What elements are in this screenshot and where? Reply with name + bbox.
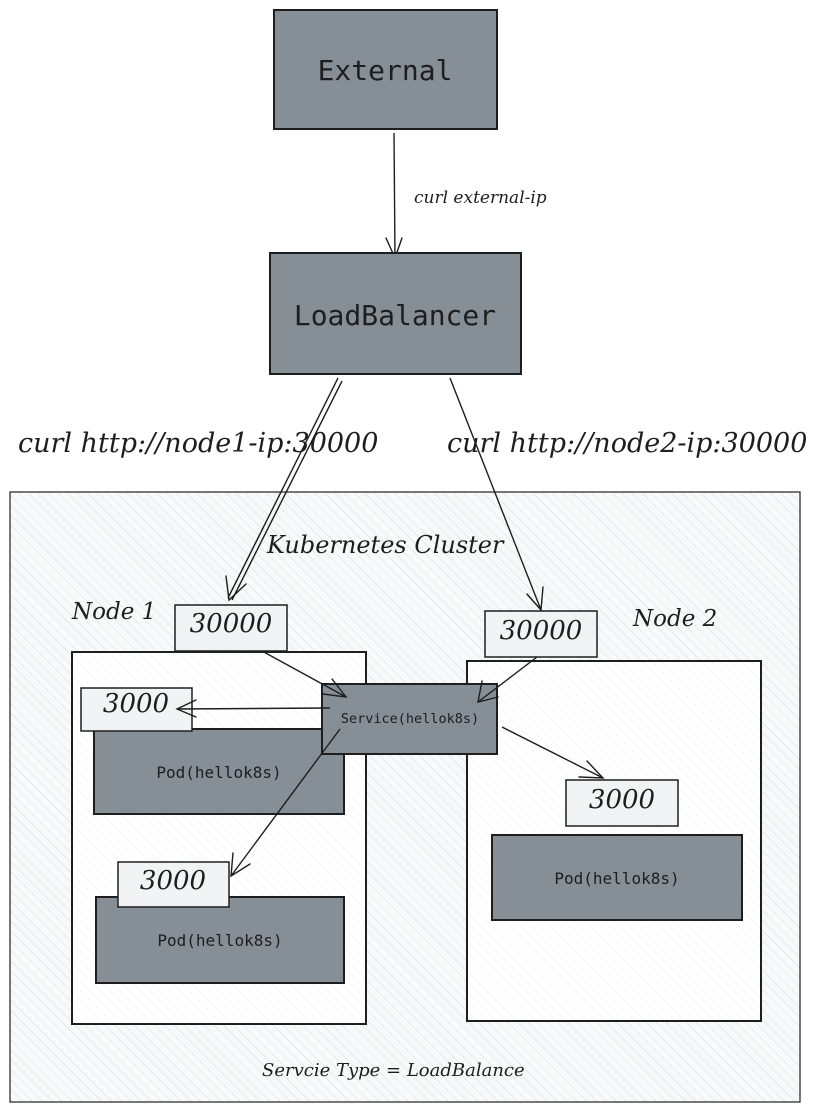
- arrow-lb-to-node1: [225, 377, 343, 602]
- pod-a-box: Pod(hellok8s): [93, 728, 345, 815]
- external-label: External: [318, 54, 453, 87]
- pod-c-box: Pod(hellok8s): [491, 834, 743, 921]
- cluster-title: Kubernetes Cluster: [266, 531, 505, 559]
- arrow-external-to-lb: [385, 132, 403, 260]
- edge-label-external-to-lb: curl external-ip: [414, 188, 547, 208]
- node2-port-box: 30000: [484, 610, 598, 658]
- node1-port-box: 30000: [174, 604, 288, 652]
- pod-a-port-label: 3000: [103, 689, 169, 719]
- pod-b-box: Pod(hellok8s): [95, 896, 345, 984]
- node1-label: Node 1: [71, 599, 156, 625]
- arrow-service-to-pod-a-port: [175, 699, 331, 718]
- pod-a-label: Pod(hellok8s): [156, 763, 281, 782]
- arrow-node1-port-to-service: [261, 650, 348, 698]
- pod-a-port-box: 3000: [80, 687, 193, 732]
- pod-c-port-box: 3000: [565, 779, 679, 827]
- node2-port-label: 30000: [500, 616, 583, 646]
- loadbalancer-label: LoadBalancer: [294, 299, 496, 332]
- arrow-service-to-pod-b-port: [230, 728, 341, 878]
- pod-c-port-label: 3000: [589, 785, 655, 815]
- service-type-footer: Servcie Type = LoadBalance: [262, 1060, 525, 1081]
- node2-label: Node 2: [632, 606, 717, 632]
- pod-b-label: Pod(hellok8s): [157, 931, 282, 950]
- arrow-service-to-pod-c-port: [501, 726, 605, 779]
- pod-c-label: Pod(hellok8s): [554, 869, 679, 888]
- external-box: External: [273, 9, 498, 130]
- service-label: Service(hellok8s): [341, 711, 479, 727]
- node1-port-label: 30000: [190, 609, 273, 639]
- pod-b-port-label: 3000: [140, 866, 206, 896]
- loadbalancer-box: LoadBalancer: [269, 252, 522, 375]
- pod-b-port-box: 3000: [117, 861, 230, 908]
- edge-label-lb-to-node1: curl http://node1-ip:30000: [18, 428, 378, 459]
- edge-label-lb-to-node2: curl http://node2-ip:30000: [447, 428, 807, 459]
- service-box: Service(hellok8s): [321, 683, 498, 755]
- arrow-lb-to-node2: [449, 377, 544, 612]
- arrow-node2-port-to-service: [477, 656, 538, 703]
